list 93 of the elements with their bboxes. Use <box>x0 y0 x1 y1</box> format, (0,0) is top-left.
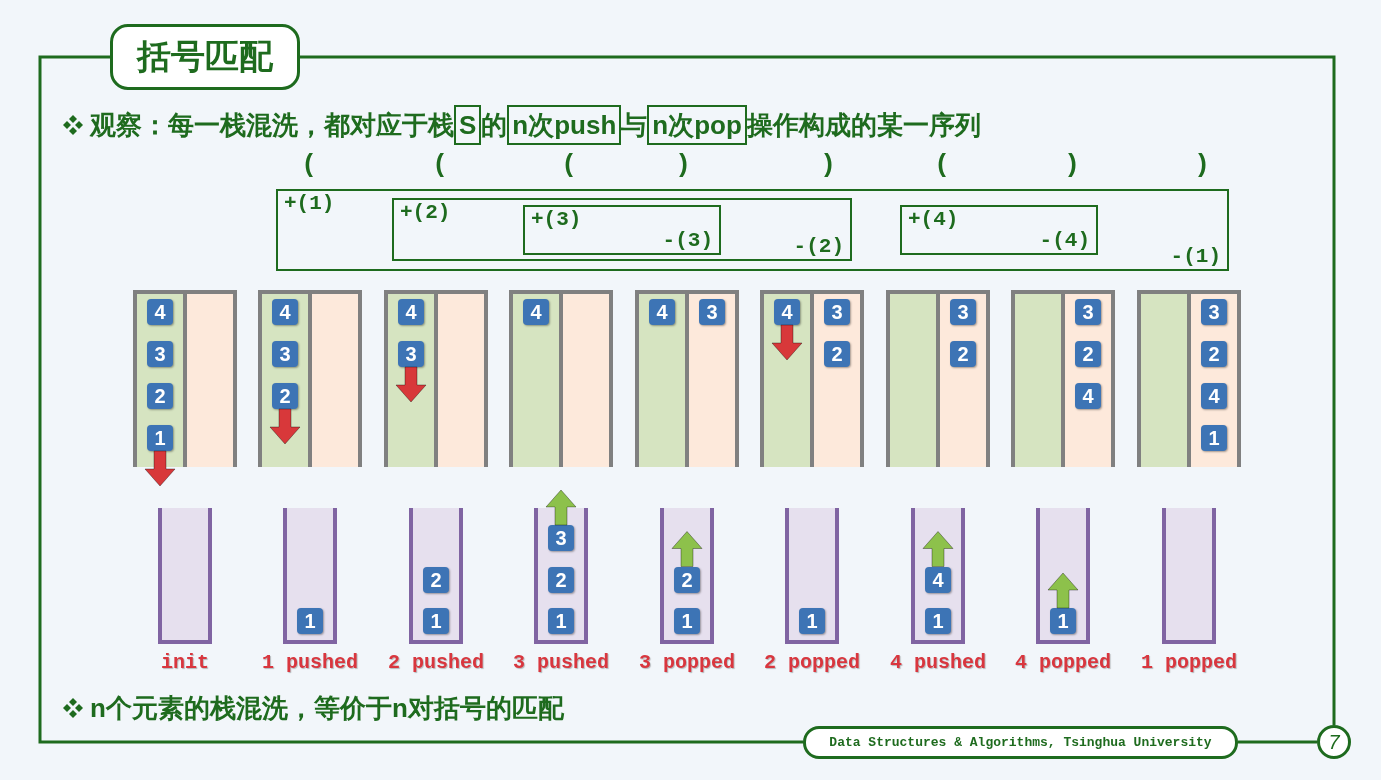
stack-container <box>785 508 839 644</box>
number-tile: 4 <box>1201 383 1227 409</box>
number-tile: 3 <box>1201 299 1227 325</box>
boxed-term: n次push <box>507 105 622 145</box>
bracket-box <box>900 205 1098 255</box>
number-tile: 4 <box>272 299 298 325</box>
close-label: -(2) <box>793 235 844 258</box>
stack-caption: 1 popped <box>1140 651 1238 674</box>
number-tile: 4 <box>649 299 675 325</box>
number-tile: 2 <box>824 341 850 367</box>
bracket-box <box>392 198 852 261</box>
stack-container <box>1036 508 1090 644</box>
close-label: -(3) <box>662 229 713 252</box>
number-tile: 2 <box>950 341 976 367</box>
parenthesis: ) <box>1063 150 1081 180</box>
stack-caption: 2 pushed <box>387 651 485 674</box>
number-tile: 3 <box>950 299 976 325</box>
number-tile: 1 <box>423 608 449 634</box>
number-tile: 2 <box>548 566 574 593</box>
sentence-text: n个元素的栈混洗，等价于n对括号的匹配 <box>90 691 564 725</box>
boxed-term: S <box>454 105 482 145</box>
bracket-box <box>276 189 1229 271</box>
number-tile: 2 <box>1201 341 1227 367</box>
stack-container <box>409 508 463 644</box>
stack-caption: init <box>160 651 210 674</box>
stack-container <box>660 508 714 644</box>
stack-caption: 4 popped <box>1014 651 1112 674</box>
number-tile: 1 <box>925 608 951 634</box>
parenthesis: ) <box>819 150 837 180</box>
number-tile: 4 <box>147 299 173 325</box>
number-tile: 3 <box>699 299 725 325</box>
number-tile: 4 <box>523 299 549 325</box>
bracket-box <box>523 205 721 255</box>
number-tile: 2 <box>272 383 298 409</box>
footer-box: Data Structures & Algorithms, Tsinghua University <box>803 726 1238 759</box>
number-tile: 1 <box>147 425 173 451</box>
number-tile: 1 <box>1050 608 1076 634</box>
parenthesis: ( <box>560 150 578 180</box>
stack-caption: 3 pushed <box>512 651 610 674</box>
number-tile: 2 <box>147 383 173 409</box>
block-arrow <box>771 324 803 361</box>
stack-container <box>1162 508 1216 644</box>
number-tile: 2 <box>423 566 449 593</box>
number-tile: 3 <box>824 299 850 325</box>
sentence-text: 与 <box>621 108 648 142</box>
number-tile: 3 <box>147 341 173 367</box>
title-box: 括号匹配 <box>110 24 300 90</box>
parenthesis: ) <box>674 150 692 180</box>
block-arrow <box>671 531 703 567</box>
block-arrow <box>395 366 427 403</box>
sentence-text: 的 <box>481 108 508 142</box>
stack-caption: 4 pushed <box>889 651 987 674</box>
number-tile: 4 <box>398 299 424 325</box>
open-label: +(1) <box>284 192 335 215</box>
stack-caption: 2 popped <box>763 651 861 674</box>
number-tile: 3 <box>272 341 298 367</box>
block-arrow <box>144 450 176 487</box>
stack-caption: 3 popped <box>638 651 736 674</box>
block-arrow <box>269 408 301 445</box>
number-tile: 4 <box>1075 383 1101 409</box>
number-tile: 3 <box>1075 299 1101 325</box>
open-label: +(4) <box>908 208 959 231</box>
sentence-text: 观察：每一栈混洗，都对应于栈 <box>90 108 454 142</box>
number-tile: 2 <box>1075 341 1101 367</box>
stack-container <box>283 508 337 644</box>
page-number: 7 <box>1317 725 1351 759</box>
parenthesis: ( <box>933 150 951 180</box>
number-tile: 1 <box>1201 425 1227 451</box>
block-arrow <box>545 489 577 526</box>
sentence-text: 操作构成的某一序列 <box>746 108 981 142</box>
parenthesis: ) <box>1193 150 1211 180</box>
number-tile: 1 <box>548 608 574 634</box>
close-label: -(4) <box>1039 229 1090 252</box>
block-arrow <box>922 531 954 567</box>
block-arrow <box>1047 572 1079 609</box>
number-tile: 4 <box>774 299 800 325</box>
number-tile: 1 <box>674 608 700 634</box>
stack-container <box>534 508 588 644</box>
number-tile: 2 <box>674 566 700 593</box>
number-tile: 3 <box>398 341 424 367</box>
number-tile: 1 <box>297 608 323 634</box>
number-tile: 1 <box>799 608 825 634</box>
stack-caption: 1 pushed <box>261 651 359 674</box>
open-label: +(3) <box>531 208 582 231</box>
close-label: -(1) <box>1170 245 1221 268</box>
stack-container <box>158 508 212 644</box>
number-tile: 4 <box>925 566 951 593</box>
boxed-term: n次pop <box>647 105 747 145</box>
parenthesis: ( <box>300 150 318 180</box>
parenthesis: ( <box>431 150 449 180</box>
stack-container <box>911 508 965 644</box>
number-tile: 3 <box>548 525 574 551</box>
open-label: +(2) <box>400 201 451 224</box>
